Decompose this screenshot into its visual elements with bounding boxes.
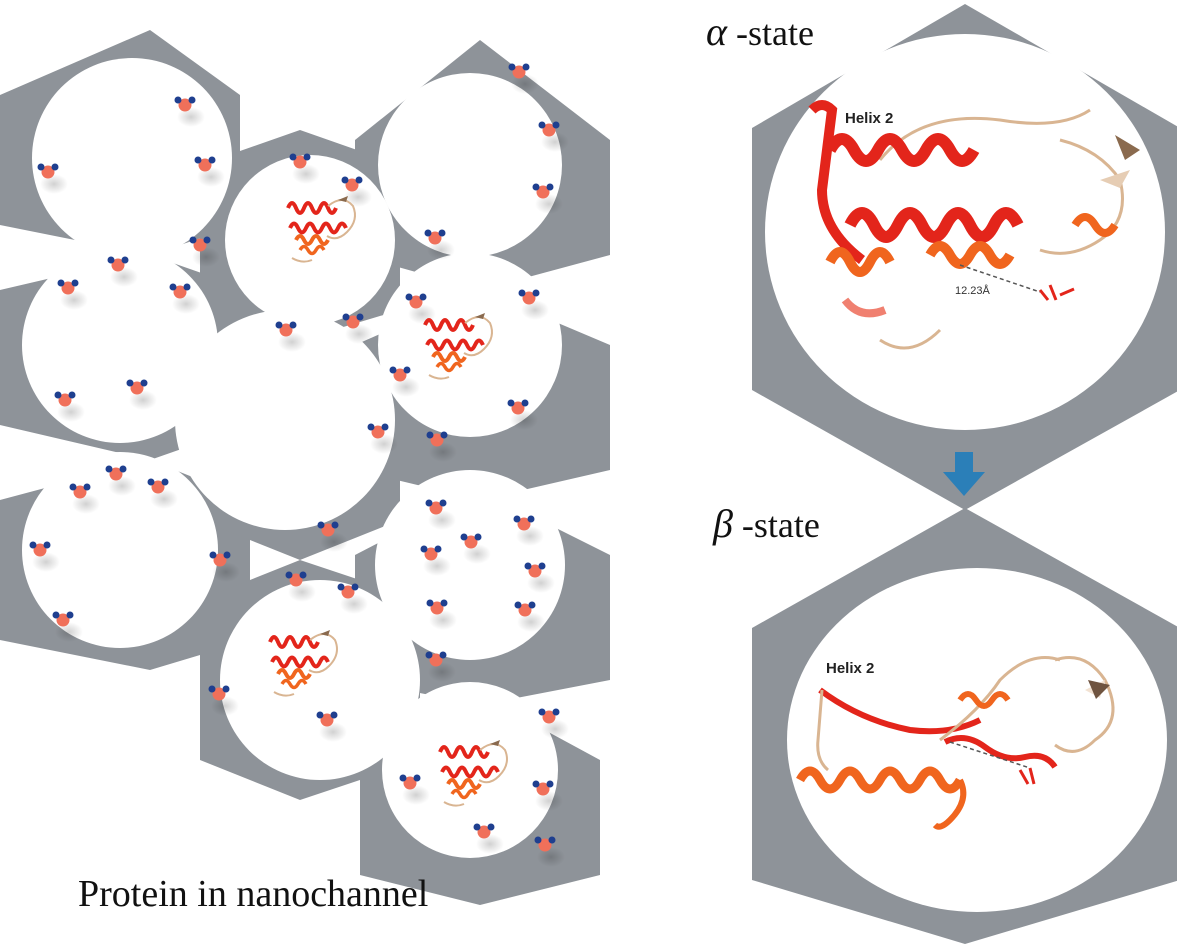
pore <box>32 58 232 258</box>
water-molecule-icon <box>169 283 200 314</box>
water-molecule-icon <box>399 774 430 805</box>
water-molecule-icon <box>532 183 563 214</box>
water-molecule-icon <box>57 279 88 310</box>
pore <box>382 682 558 858</box>
water-molecule-icon <box>174 96 205 127</box>
water-molecule-icon <box>473 823 504 854</box>
water-molecule-icon <box>538 121 569 152</box>
alpha-state-label: α -state <box>706 8 814 55</box>
beta-state-label: β -state <box>713 500 820 547</box>
water-molecule-icon <box>29 541 60 572</box>
water-molecule-icon <box>126 379 157 410</box>
water-molecule-icon <box>524 562 555 593</box>
water-molecule-icon <box>107 256 138 287</box>
water-molecule-icon <box>508 63 539 94</box>
water-molecule-icon <box>420 545 451 576</box>
water-molecule-icon <box>341 176 372 207</box>
water-molecule-icon <box>538 708 569 739</box>
water-molecule-icon <box>316 711 347 742</box>
beta-protein-ribbon <box>796 656 1115 830</box>
water-molecule-icon <box>518 289 549 320</box>
alpha-symbol: α <box>706 9 727 54</box>
water-molecule-icon <box>342 313 373 344</box>
water-molecule-icon <box>405 293 436 324</box>
beta-state-panel <box>752 508 1177 944</box>
water-molecule-icon <box>514 601 545 632</box>
water-molecule-icon <box>367 423 398 454</box>
alpha-protein-ribbon <box>808 100 1140 350</box>
pore <box>378 253 562 437</box>
water-molecule-icon <box>209 551 240 582</box>
water-molecule-icon <box>426 599 457 630</box>
water-molecule-icon <box>507 399 538 430</box>
down-arrow-icon <box>943 452 985 496</box>
water-molecule-icon <box>189 236 220 267</box>
water-molecule-icon <box>389 366 420 397</box>
water-molecule-icon <box>69 483 100 514</box>
beta-state-text: -state <box>741 505 820 545</box>
water-molecule-icon <box>285 571 316 602</box>
water-molecule-icon <box>424 229 455 260</box>
water-molecule-icon <box>317 521 348 552</box>
caption: Protein in nanochannel <box>78 873 429 915</box>
pore <box>175 310 395 530</box>
water-molecule-icon <box>425 499 456 530</box>
water-molecule-icon <box>105 465 136 496</box>
water-molecule-icon <box>275 321 306 352</box>
beta-symbol: β <box>713 501 733 546</box>
water-molecule-icon <box>337 583 368 614</box>
water-molecule-icon <box>425 651 456 682</box>
water-molecule-icon <box>513 515 544 546</box>
water-molecule-icon <box>147 478 178 509</box>
water-molecule-icon <box>37 163 68 194</box>
distance-label: 12.23Å <box>955 285 990 297</box>
alpha-state-panel <box>752 4 1177 510</box>
water-molecule-icon <box>208 685 239 716</box>
water-molecule-icon <box>52 611 83 642</box>
water-molecule-icon <box>426 431 457 462</box>
water-molecule-icon <box>534 836 565 867</box>
alpha-pore <box>765 34 1165 430</box>
beta-helix-label: Helix 2 <box>826 660 875 677</box>
water-molecule-icon <box>532 780 563 811</box>
water-molecule-icon <box>289 153 320 184</box>
alpha-state-text: -state <box>736 13 814 53</box>
water-molecules <box>29 63 569 867</box>
water-molecule-icon <box>460 533 491 564</box>
pore <box>378 73 562 257</box>
water-molecule-icon <box>194 156 225 187</box>
pore <box>220 580 420 780</box>
alpha-helix-label: Helix 2 <box>845 110 894 127</box>
water-molecule-icon <box>54 391 85 422</box>
